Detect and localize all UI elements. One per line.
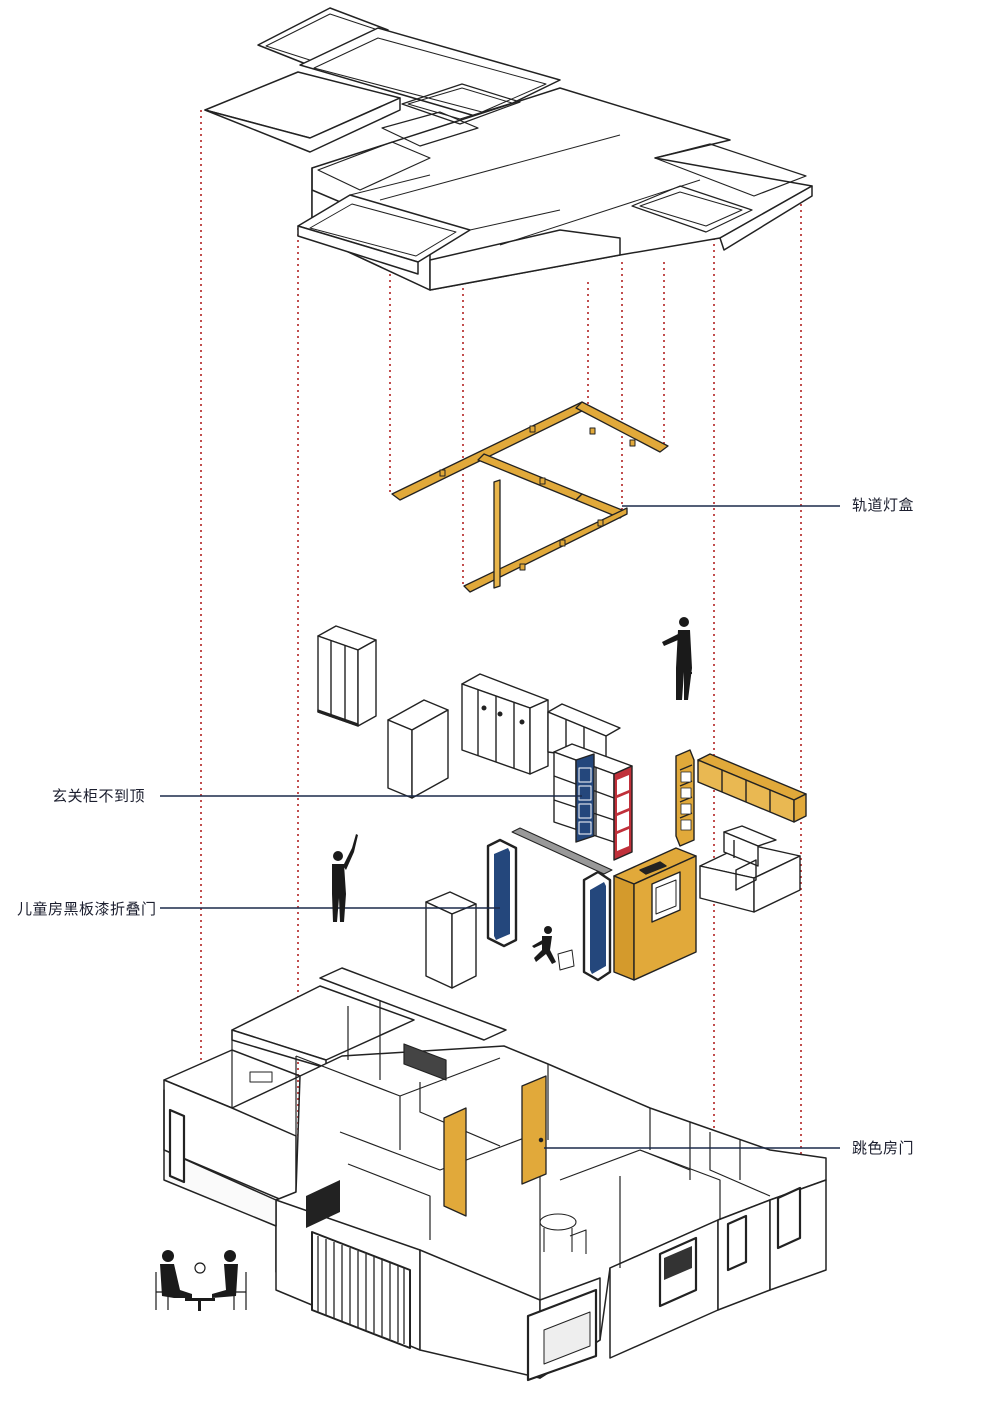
kitchen-counter [699, 825, 801, 913]
people-dining-icon [160, 1250, 238, 1311]
label-track-light-box: 轨道灯盒 [852, 496, 915, 514]
upper-kitchen-cabinets [697, 753, 807, 823]
kids-room-block [613, 847, 697, 981]
foyer-shelf [553, 743, 633, 861]
wardrobe-left [317, 625, 377, 727]
kitchen-shelf [675, 749, 695, 847]
floor-plan-layer [163, 967, 827, 1382]
child-playing-icon [532, 926, 556, 964]
ceiling-layer [204, 7, 813, 291]
cabinet-box [387, 699, 449, 799]
small-stool [557, 949, 575, 971]
furniture-layer [317, 625, 807, 989]
person-silhouettes [155, 617, 692, 1311]
track-light-box [391, 401, 669, 593]
person-waving-icon [332, 834, 358, 922]
chalkboard-folding-doors [486, 827, 613, 982]
person-standing-icon [662, 617, 692, 700]
label-kids-room-door: 儿童房黑板漆折叠门 [17, 900, 157, 918]
label-color-door: 跳色房门 [852, 1139, 915, 1157]
label-foyer-cabinet: 玄关柜不到顶 [52, 787, 146, 805]
color-doors [443, 1075, 547, 1217]
storage-column [425, 891, 477, 989]
window-shutter [311, 1231, 411, 1349]
